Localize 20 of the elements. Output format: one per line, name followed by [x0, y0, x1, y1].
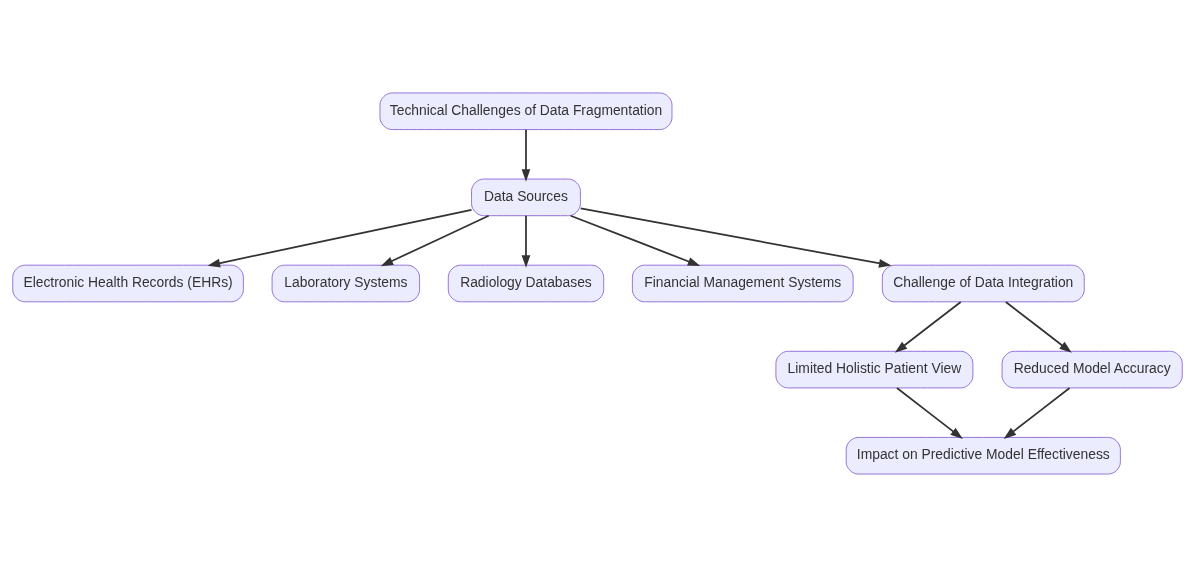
- arrow: [896, 387, 963, 439]
- arrow: [569, 214, 701, 267]
- arrow: [1003, 387, 1071, 439]
- node-box: Reduced Model Accuracy: [1001, 350, 1183, 389]
- node-box: Electronic Health Records (EHRs): [12, 264, 244, 303]
- node-box: Limited Holistic Patient View: [775, 350, 974, 389]
- arrow: [894, 301, 962, 353]
- arrow: [521, 214, 531, 268]
- arrow: [521, 128, 531, 182]
- node-box: Data Sources: [471, 178, 581, 217]
- node-box: Radiology Databases: [447, 264, 605, 303]
- node-box: Impact on Predictive Model Effectiveness: [845, 436, 1121, 475]
- node-box: Technical Challenges of Data Fragmentation: [379, 92, 673, 131]
- arrow: [380, 214, 490, 267]
- node-box: Laboratory Systems: [271, 264, 421, 303]
- arrow: [207, 209, 473, 268]
- node-box: Financial Management Systems: [631, 264, 854, 303]
- arrow: [579, 207, 892, 268]
- node-box: Challenge of Data Integration: [881, 264, 1085, 303]
- arrow: [1004, 301, 1072, 353]
